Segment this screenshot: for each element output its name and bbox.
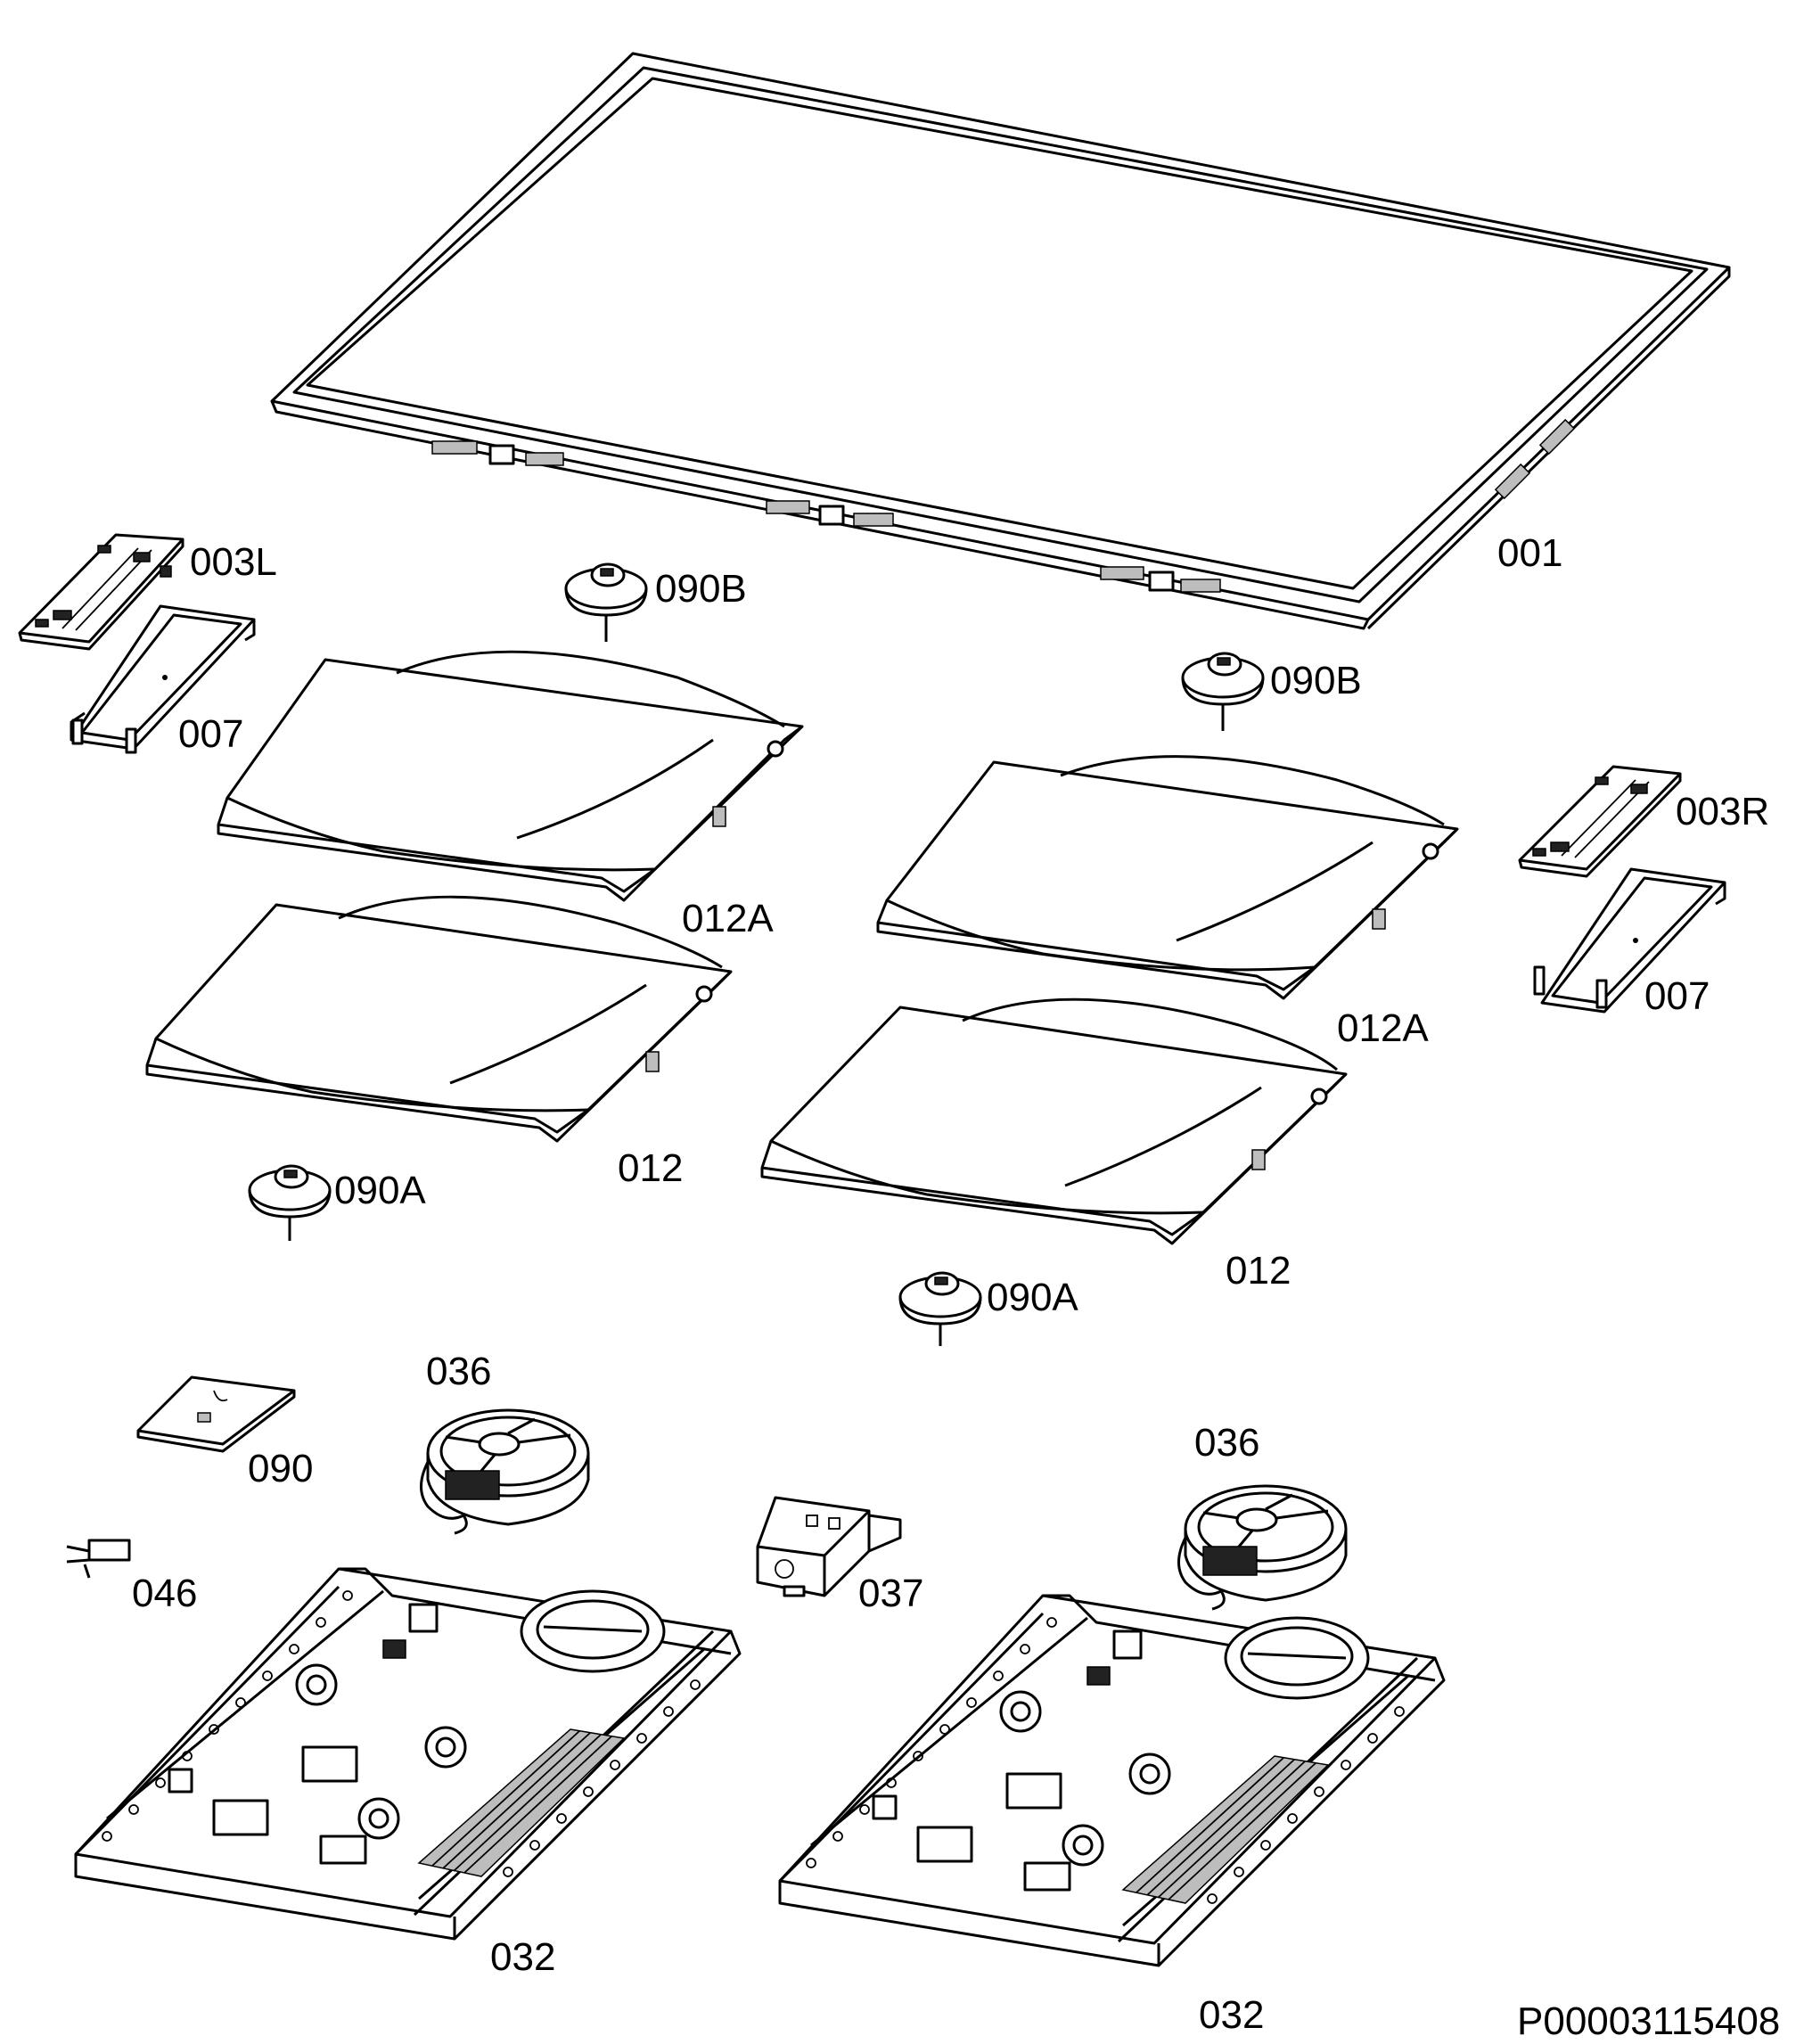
induction-coil-012a-right [876, 755, 1459, 1000]
board-right-heatsink [1121, 1755, 1330, 1904]
label-032-right: 032 [1199, 1993, 1264, 2037]
label-012-left: 012 [618, 1146, 683, 1190]
label-036-right: 036 [1194, 1421, 1259, 1465]
temperature-sensor-090b-right [1181, 652, 1265, 731]
label-090b-left: 090B [655, 567, 747, 611]
bracket-right [1533, 867, 1726, 1014]
temperature-sensor-090a-right [898, 1271, 982, 1346]
touch-control-board-right [1518, 765, 1682, 878]
label-046: 046 [132, 1572, 197, 1615]
label-001: 001 [1497, 531, 1562, 575]
cooling-fan-right [1177, 1484, 1348, 1611]
label-003l: 003L [190, 540, 277, 584]
induction-coil-012-left [145, 895, 733, 1143]
temperature-sensor-090b-left [564, 562, 648, 642]
label-090a-right: 090A [987, 1276, 1078, 1319]
label-090: 090 [248, 1447, 313, 1490]
board-left-holes [102, 1590, 701, 1877]
power-board-left [74, 1567, 742, 1941]
sensor-plate-090 [136, 1375, 296, 1453]
clip-046 [66, 1539, 131, 1579]
label-036-left: 036 [426, 1350, 491, 1393]
label-037: 037 [858, 1572, 923, 1615]
label-012-right: 012 [1226, 1249, 1291, 1293]
label-012a-left: 012A [682, 897, 774, 940]
temperature-sensor-090a-left [248, 1164, 332, 1241]
board-left-heatsink [417, 1728, 626, 1877]
glass-top-tabs [431, 418, 1576, 593]
bracket-left [70, 604, 256, 754]
label-003r: 003R [1676, 790, 1769, 833]
document-id: P00003115408 [1517, 1999, 1780, 2043]
power-board-right [778, 1594, 1446, 1967]
cooling-fan-left [420, 1408, 590, 1535]
label-007-left: 007 [178, 712, 243, 756]
filter-box-037 [756, 1496, 902, 1597]
induction-coil-012a-left [217, 650, 804, 902]
board-right-holes [806, 1617, 1405, 1904]
label-032-left: 032 [490, 1935, 555, 1979]
label-090a-left: 090A [334, 1169, 426, 1212]
label-012a-right: 012A [1337, 1006, 1429, 1050]
label-007-right: 007 [1644, 974, 1710, 1018]
induction-coil-012-right [760, 997, 1348, 1245]
glass-top-part [270, 52, 1731, 630]
touch-control-board-left [18, 533, 184, 651]
label-090b-right: 090B [1270, 659, 1362, 702]
part-labels: 001 003L 007 090B 090B 003R 012A 012A 00… [132, 531, 1780, 2043]
